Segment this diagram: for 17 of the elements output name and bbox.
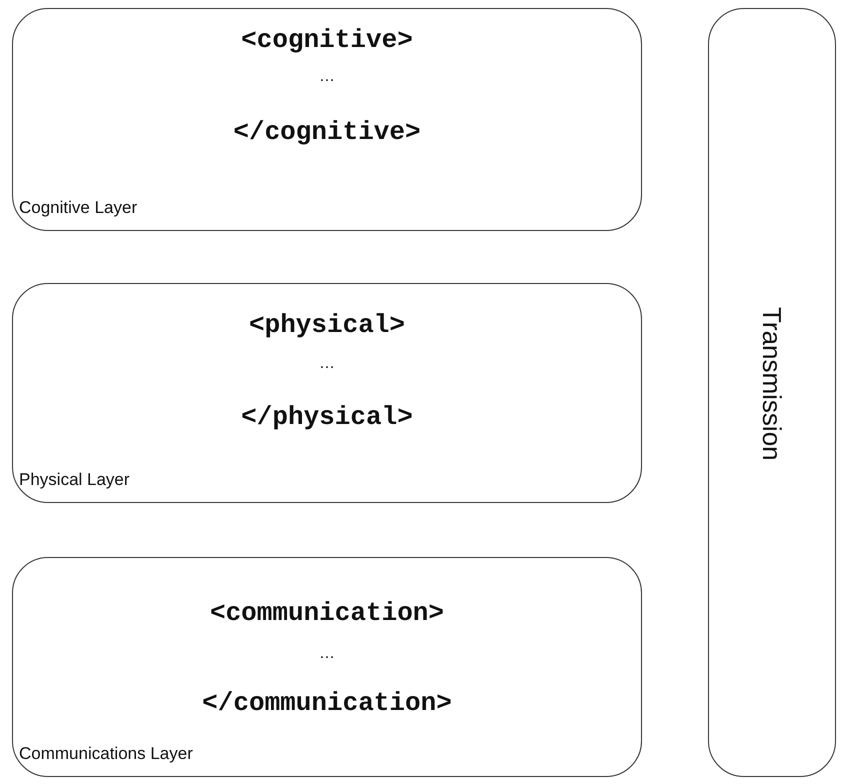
layer-box — [12, 8, 642, 231]
closing-tag: </physical> — [241, 404, 413, 430]
closing-tag: </cognitive> — [233, 119, 421, 145]
opening-tag: <cognitive> — [241, 27, 413, 53]
layer-label: Communications Layer — [19, 745, 193, 762]
closing-tag: </communication> — [202, 690, 452, 716]
transmission-label: Transmission — [759, 306, 785, 460]
opening-tag: <physical> — [248, 312, 406, 338]
ellipsis: … — [319, 646, 335, 662]
transmission-box — [708, 8, 836, 777]
layer-label: Physical Layer — [19, 471, 130, 488]
layer-box — [12, 557, 642, 777]
layer-label: Cognitive Layer — [19, 199, 138, 216]
ellipsis: … — [319, 69, 335, 85]
opening-tag: <communication> — [210, 600, 444, 626]
layer-box — [12, 283, 642, 503]
ellipsis: … — [319, 356, 335, 372]
